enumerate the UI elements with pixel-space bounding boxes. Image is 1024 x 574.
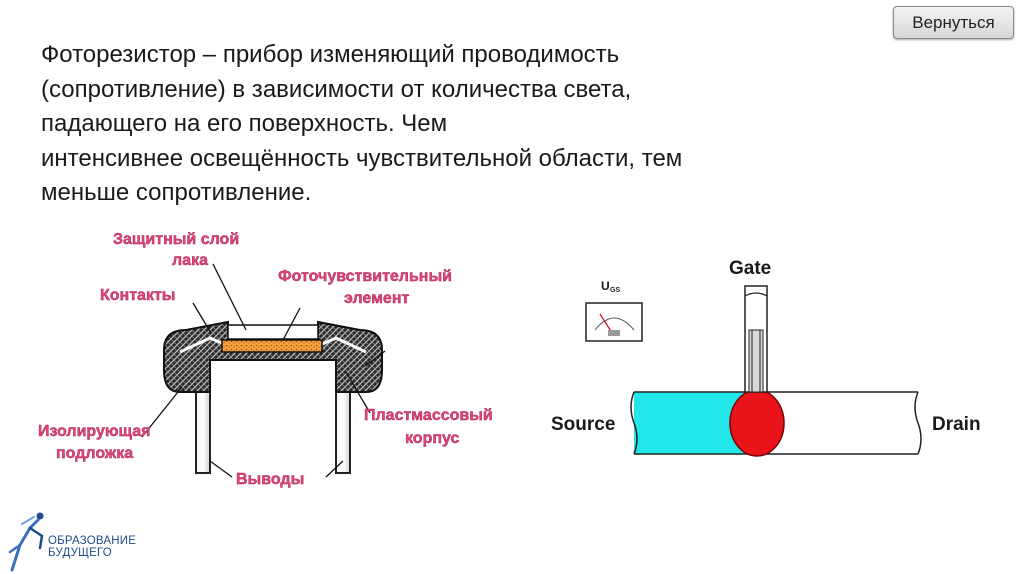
logo-text: ОБРАЗОВАНИЕ БУДУЩЕГО	[48, 535, 136, 559]
photoresistor-diagram: Защитный слой лака Фоточувствительный эл…	[38, 231, 493, 488]
text-line-2: (сопротивление) в зависимости от количес…	[41, 75, 632, 103]
transistor-diagram: U GS Gate Source Drain	[551, 258, 981, 457]
label-photo-element-1: Фоточувствительный	[278, 268, 452, 285]
label-leads: Выводы	[236, 471, 304, 488]
photosensitive-element	[221, 339, 323, 353]
label-insulating-1: Изолирующая	[38, 423, 150, 440]
label-protective-layer-2: лака	[172, 252, 208, 269]
voltmeter: U GS	[585, 279, 643, 342]
text-line-1: Фоторезистор – прибор изменяющий проводи…	[41, 41, 620, 68]
label-insulating-2: подложка	[56, 445, 133, 462]
logo-line-2: БУДУЩЕГО	[48, 547, 112, 559]
source-label: Source	[551, 414, 615, 435]
protective-layer	[227, 324, 319, 340]
logo-line-1: ОБРАЗОВАНИЕ	[48, 535, 137, 547]
meter-u-label: U	[601, 279, 610, 293]
text-line-5: меньше сопротивление.	[41, 179, 312, 206]
channel-white	[760, 392, 918, 454]
slide-description: Фоторезистор – прибор изменяющий проводи…	[41, 38, 881, 211]
label-pointers	[141, 263, 386, 478]
label-contacts: Контакты	[100, 287, 175, 304]
depletion-region	[729, 389, 785, 457]
gate-label: Gate	[729, 258, 771, 279]
meter-gs-label: GS	[610, 287, 620, 294]
logo-figure-icon	[8, 512, 44, 572]
label-photo-element-2: элемент	[344, 290, 409, 307]
label-protective-layer-1: Защитный слой	[113, 231, 239, 248]
back-button[interactable]: Вернуться	[893, 6, 1014, 39]
label-plastic-body-1: Пластмассовый	[364, 407, 493, 424]
drain-label: Drain	[932, 414, 981, 435]
text-line-3: падающего на его поверхность. Чем	[41, 110, 448, 137]
text-line-4: интенсивнее освещённость чувствительной …	[41, 144, 683, 172]
label-plastic-body-2: корпус	[405, 430, 460, 447]
